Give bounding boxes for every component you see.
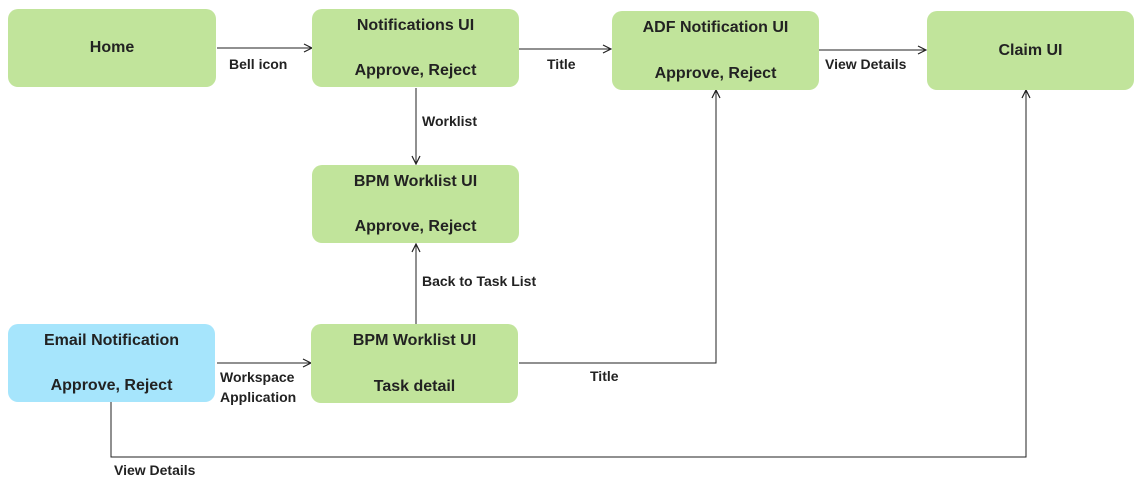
node-claim-ui-title: Claim UI <box>998 41 1063 59</box>
node-bpm-worklist-ui-top-title: BPM Worklist UI <box>353 173 478 190</box>
edge-label-view-details-bottom: View Details <box>114 462 196 478</box>
edge-label-bell-icon: Bell icon <box>229 56 288 72</box>
node-email-notification-subtitle: Approve, Reject <box>50 377 173 394</box>
node-notifications-ui-subtitle: Approve, Reject <box>354 62 477 79</box>
node-adf-notification-ui: ADF Notification UI Approve, Reject <box>612 11 819 90</box>
node-bpm-worklist-ui-top-subtitle: Approve, Reject <box>354 218 477 235</box>
node-claim-ui: Claim UI <box>927 11 1134 90</box>
edge-label-title-top: Title <box>547 56 576 72</box>
node-notifications-ui-title: Notifications UI <box>356 17 475 34</box>
node-adf-notification-ui-subtitle: Approve, Reject <box>654 65 777 82</box>
node-email-notification: Email Notification Approve, Reject <box>8 324 215 402</box>
edge-label-application: Application <box>220 389 297 405</box>
node-bpm-worklist-ui-task-subtitle: Task detail <box>373 378 456 395</box>
edge-label-worklist: Worklist <box>422 113 477 129</box>
edge-email-to-claim <box>110 90 1026 458</box>
node-bpm-worklist-ui-task: BPM Worklist UI Task detail <box>311 324 518 403</box>
node-home-title: Home <box>89 39 135 56</box>
edge-label-title-bottom: Title <box>590 368 619 384</box>
edge-label-back-to-task-list: Back to Task List <box>422 273 537 289</box>
edge-task-to-adf <box>519 90 716 364</box>
edge-label-view-details-top: View Details <box>825 56 907 72</box>
node-bpm-worklist-ui-task-title: BPM Worklist UI <box>352 332 477 349</box>
node-adf-notification-ui-title: ADF Notification UI <box>642 19 789 36</box>
node-home: Home <box>8 9 216 87</box>
edge-label-workspace: Workspace <box>220 369 295 385</box>
node-bpm-worklist-ui-top: BPM Worklist UI Approve, Reject <box>312 165 519 243</box>
node-notifications-ui: Notifications UI Approve, Reject <box>312 9 519 87</box>
node-email-notification-title: Email Notification <box>43 332 180 349</box>
